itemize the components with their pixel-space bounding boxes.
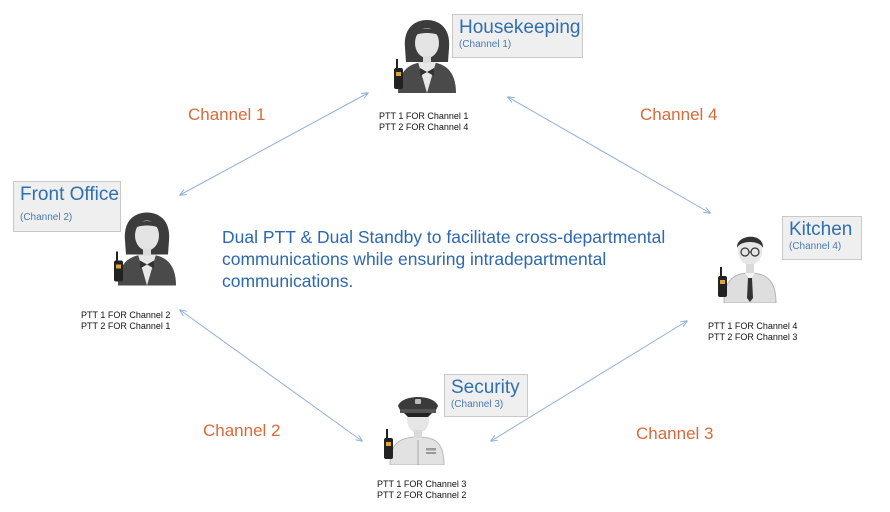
security-label: Security (Channel 3): [444, 374, 528, 417]
security-guard-with-radio-icon: [384, 397, 445, 465]
arrow-channel-3: [491, 321, 687, 441]
housekeeping-ptt-2: PTT 2 FOR Channel 4: [379, 122, 469, 132]
link-label-channel-1: Channel 1: [188, 105, 266, 124]
security-ptt-list: PTT 1 FOR Channel 3 PTT 2 FOR Channel 2: [377, 479, 466, 501]
kitchen-ptt-1: PTT 1 FOR Channel 4: [708, 321, 798, 331]
security-ptt-1: PTT 1 FOR Channel 3: [377, 479, 467, 489]
link-label-channel-2: Channel 2: [203, 421, 281, 440]
housekeeping-channel: (Channel 1): [459, 39, 512, 50]
arrow-channel-1: [180, 93, 368, 195]
security-name: Security: [451, 377, 520, 398]
housekeeping-ptt-list: PTT 1 FOR Channel 1 PTT 2 FOR Channel 4: [379, 111, 468, 133]
housekeeping-name: Housekeeping: [459, 17, 581, 38]
front-office-name: Front Office: [20, 184, 119, 205]
security-ptt-2: PTT 2 FOR Channel 2: [377, 490, 467, 500]
housekeeping-ptt-1: PTT 1 FOR Channel 1: [379, 111, 469, 121]
kitchen-ptt-list: PTT 1 FOR Channel 4 PTT 2 FOR Channel 3: [708, 321, 797, 343]
female-staff-with-radio-icon: [114, 212, 176, 286]
arrow-channel-4: [508, 97, 710, 213]
kitchen-label: Kitchen (Channel 4): [782, 216, 862, 260]
housekeeping-label: Housekeeping (Channel 1): [452, 14, 583, 58]
female-staff-with-radio-icon: [394, 20, 456, 93]
front-office-ptt-1: PTT 1 FOR Channel 2: [81, 310, 171, 320]
link-label-channel-4: Channel 4: [640, 105, 718, 124]
kitchen-channel: (Channel 4): [789, 241, 842, 252]
link-label-channel-3: Channel 3: [636, 424, 714, 443]
security-channel: (Channel 3): [451, 399, 504, 410]
front-office-ptt-2: PTT 2 FOR Channel 1: [81, 321, 171, 331]
front-office-channel: (Channel 2): [20, 212, 73, 223]
kitchen-name: Kitchen: [789, 219, 853, 240]
arrow-channel-2: [180, 310, 362, 441]
male-staff-with-radio-icon: [718, 236, 777, 303]
diagram-description: Dual PTT & Dual Standby to facilitate cr…: [222, 227, 666, 291]
kitchen-ptt-2: PTT 2 FOR Channel 3: [708, 332, 798, 342]
front-office-ptt-list: PTT 1 FOR Channel 2 PTT 2 FOR Channel 1: [81, 310, 170, 332]
front-office-label: Front Office (Channel 2): [13, 181, 121, 232]
